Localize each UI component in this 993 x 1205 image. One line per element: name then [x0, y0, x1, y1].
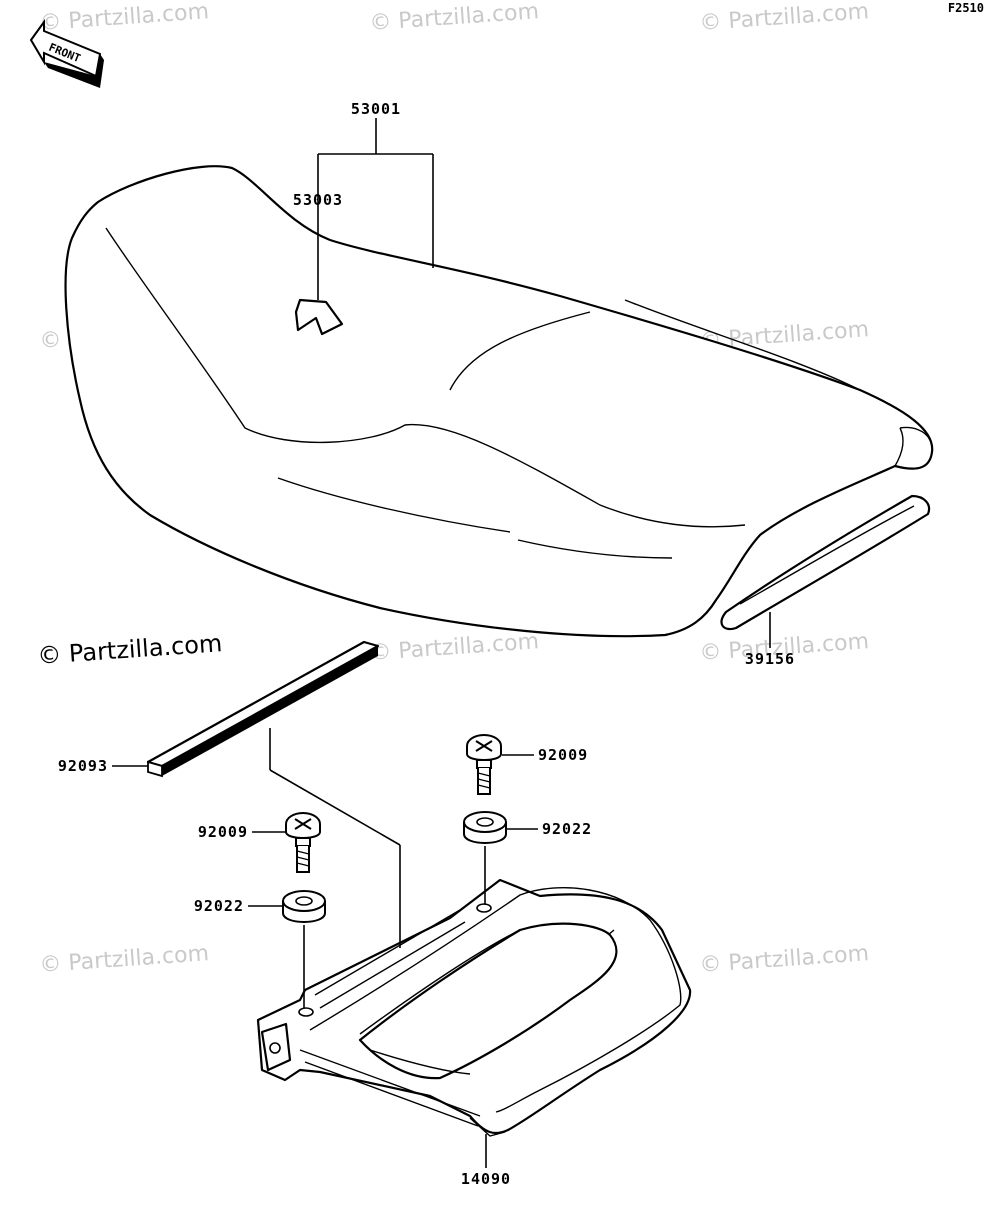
seat-trim — [720, 494, 931, 631]
watermark: © Partzilla.com — [699, 0, 870, 36]
watermark: © Partzilla.com — [369, 0, 540, 36]
label-14090: 14090 — [461, 1170, 511, 1188]
leader-lines — [112, 118, 771, 1168]
watermark: © Partzilla.com — [39, 0, 210, 36]
label-53001: 53001 — [351, 100, 401, 118]
bolt-right — [466, 734, 502, 795]
label-92009-right: 92009 — [538, 746, 588, 764]
bolt-left — [285, 812, 321, 873]
label-39156: 39156 — [745, 650, 795, 668]
watermark-main: © Partzilla.com — [36, 629, 223, 670]
seat-assembly — [64, 165, 934, 638]
watermark: © Partzilla.com — [39, 941, 210, 978]
label-92093: 92093 — [58, 757, 108, 775]
collar-right — [463, 811, 507, 844]
watermark: © Partzilla.com — [699, 941, 870, 978]
label-92009-left: 92009 — [198, 823, 248, 841]
label-53003: 53003 — [293, 191, 343, 209]
label-92022-left: 92022 — [194, 897, 244, 915]
figure-code: F2510 — [948, 1, 984, 15]
collar-left — [282, 890, 326, 923]
strip — [146, 640, 380, 778]
seat-base — [256, 878, 692, 1137]
watermark: © Partzilla.com — [369, 629, 540, 666]
label-92022-right: 92022 — [542, 820, 592, 838]
part-labels: 53001 53003 39156 92093 92009 92009 9202… — [58, 100, 795, 1188]
